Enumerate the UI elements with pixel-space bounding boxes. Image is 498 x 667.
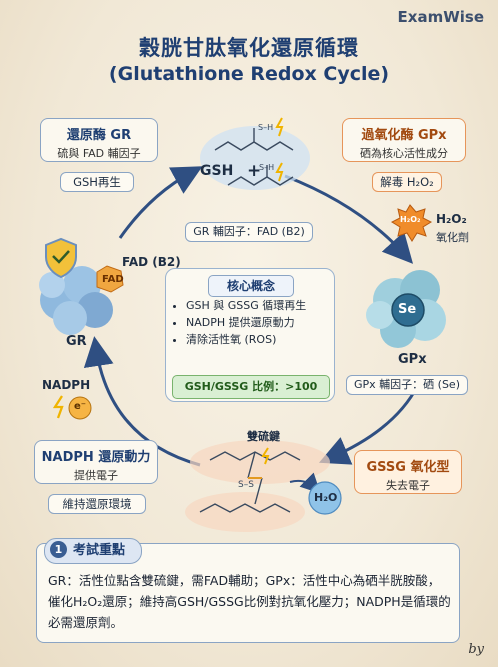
water-drop-icon bbox=[308, 481, 342, 515]
gr-enzyme-icon bbox=[39, 237, 124, 335]
gpx-enzyme-icon bbox=[366, 270, 446, 348]
gpx-enzyme-label: GPx bbox=[398, 352, 427, 367]
arrow-gsh-to-gpx bbox=[284, 174, 414, 264]
core-concept-item: 清除活性氧 (ROS) bbox=[186, 331, 306, 348]
oxidant-label: 氧化劑 bbox=[436, 231, 469, 244]
nadph-info-card: NADPH 還原動力 提供電子 bbox=[34, 440, 158, 484]
page-subtitle: (Glutathione Redox Cycle) bbox=[108, 63, 390, 85]
svg-text:S–H: S–H bbox=[259, 163, 274, 172]
exam-points-header: 1 考試重點 bbox=[44, 538, 142, 564]
fad-badge: FAD bbox=[102, 274, 124, 285]
gsh-gssg-ratio-badge: GSH/GSSG 比例：>100 bbox=[172, 375, 330, 399]
water-label: H₂O bbox=[314, 491, 338, 504]
se-label: Se bbox=[398, 302, 417, 317]
exam-number-badge: 1 bbox=[50, 541, 67, 558]
gsh-label: GSH bbox=[200, 163, 234, 179]
fad-label: FAD (B2) bbox=[122, 255, 181, 269]
gpx-cofactor-tag: GPx 輔因子：硒 (Se) bbox=[346, 375, 468, 395]
h2o2-label: H₂O₂ bbox=[436, 212, 467, 226]
gpx-info-card: 過氧化酶 GPx 硒為核心活性成分 bbox=[342, 118, 466, 162]
core-concept-item: GSH 與 GSSG 循環再生 bbox=[186, 297, 306, 314]
gr-enzyme-label: GR bbox=[66, 334, 87, 349]
gr-tag: GSH再生 bbox=[60, 172, 134, 192]
svg-text:S–S: S–S bbox=[238, 480, 254, 490]
page-title: 穀胱甘肽氧化還原循環 bbox=[139, 36, 359, 60]
brand-logo: ExamWise bbox=[397, 8, 484, 26]
arrow-gpx-to-gssg bbox=[318, 384, 420, 465]
gssg-card-subtitle: 失去電子 bbox=[386, 479, 430, 492]
arrow-gr-to-gsh bbox=[118, 166, 203, 239]
electron-label: e⁻ bbox=[74, 401, 87, 412]
core-concept-title: 核心概念 bbox=[208, 275, 294, 297]
gpx-tag: 解毒 H₂O₂ bbox=[372, 172, 442, 192]
exam-points-title: 考試重點 bbox=[73, 543, 126, 558]
gr-info-card: 還原酶 GR 硫與 FAD 輔因子 bbox=[40, 118, 158, 162]
core-concept-item: NADPH 提供還原動力 bbox=[186, 314, 306, 331]
gpx-card-subtitle: 硒為核心活性成分 bbox=[360, 147, 448, 160]
svg-text:S–H: S–H bbox=[258, 123, 273, 132]
arrow-gssg-to-gr bbox=[83, 336, 201, 467]
svg-text:+: + bbox=[247, 161, 261, 181]
h2o2-badge: H₂O₂ bbox=[400, 215, 421, 224]
electron-icon bbox=[52, 395, 92, 420]
signature: by bbox=[468, 642, 484, 657]
gr-cofactor-tag: GR 輔因子：FAD (B2) bbox=[185, 222, 313, 242]
gssg-info-card: GSSG 氧化型 失去電子 bbox=[354, 450, 462, 494]
disulfide-label: 雙硫鍵 bbox=[247, 430, 280, 443]
h2o2-burst-icon bbox=[390, 204, 433, 242]
nadph-card-subtitle: 提供電子 bbox=[74, 469, 118, 482]
core-concept-list: GSH 與 GSSG 循環再生 NADPH 提供還原動力 清除活性氧 (ROS) bbox=[170, 297, 306, 348]
gsh-molecule-icon: S–H S–H + bbox=[200, 117, 310, 190]
gr-card-title: 還原酶 GR bbox=[66, 128, 132, 143]
gr-card-subtitle: 硫與 FAD 輔因子 bbox=[57, 147, 141, 160]
gssg-molecule-icon: S–S bbox=[185, 440, 330, 532]
nadph-label: NADPH bbox=[42, 378, 91, 392]
gpx-card-title: 過氧化酶 GPx bbox=[361, 128, 447, 143]
nadph-card-title: NADPH 還原動力 bbox=[41, 450, 151, 465]
nadph-tag: 維持還原環境 bbox=[48, 494, 146, 514]
gssg-card-title: GSSG 氧化型 bbox=[366, 460, 450, 475]
exam-points-body: GR：活性位點含雙硫鍵，需FAD輔助；GPx：活性中心為硒半胱胺酸，催化H₂O₂… bbox=[48, 573, 451, 630]
